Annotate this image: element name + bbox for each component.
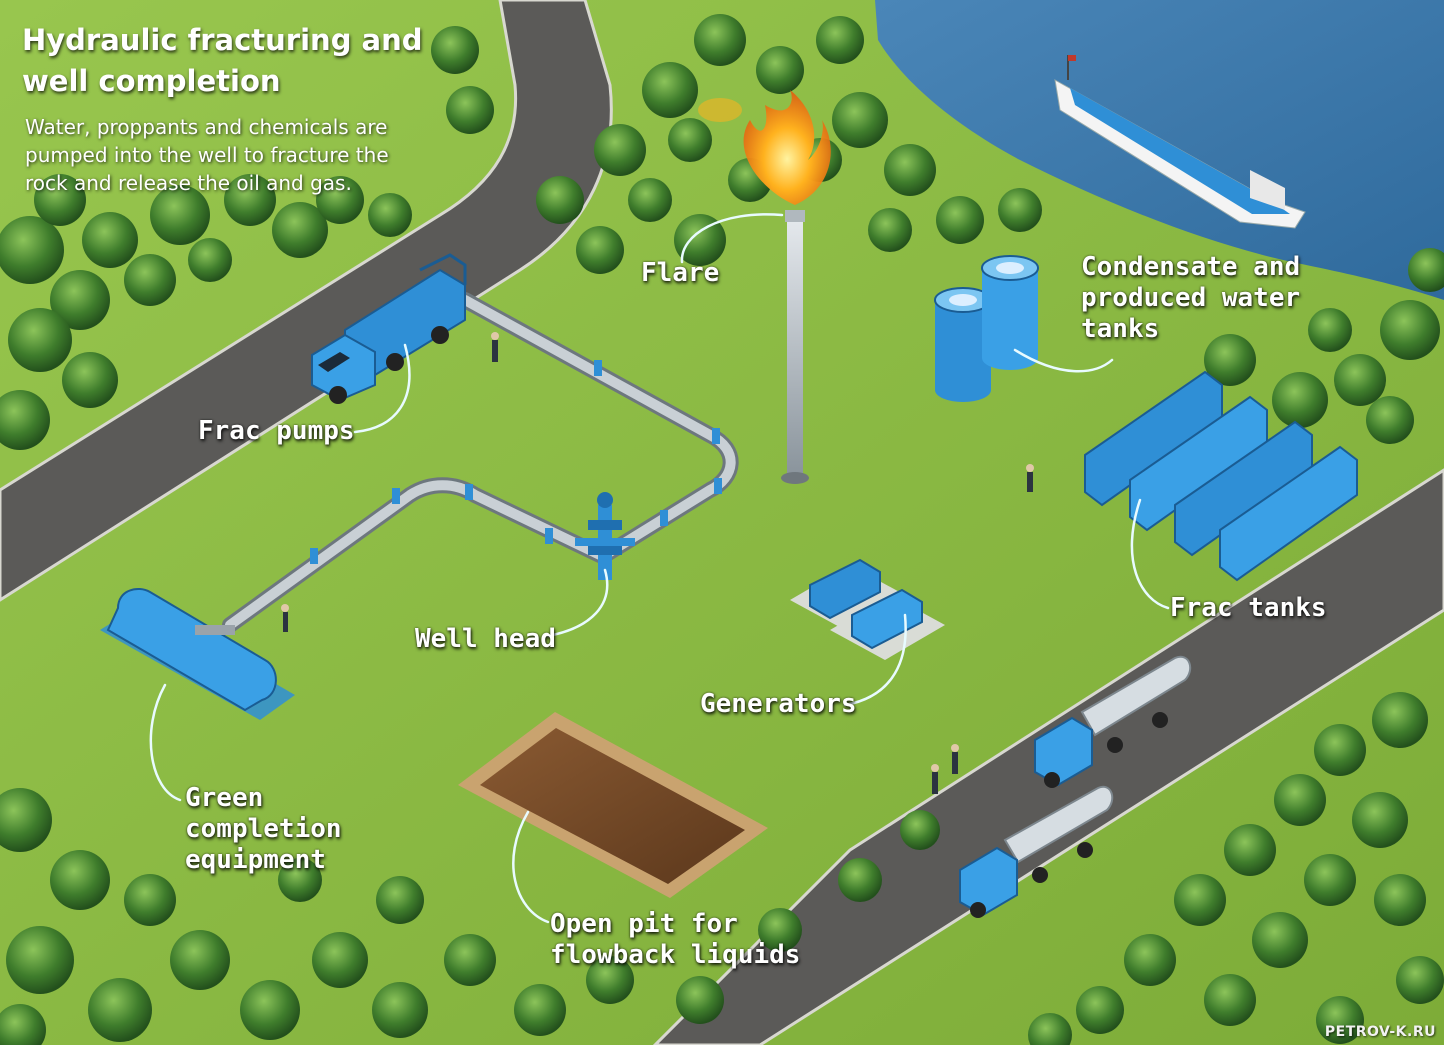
callout-line-generators bbox=[843, 613, 907, 707]
label-well-head: Well head bbox=[415, 624, 556, 654]
frac-pump-truck bbox=[311, 253, 467, 404]
flame bbox=[743, 90, 831, 205]
callout-line-frac-pumps bbox=[353, 343, 411, 434]
workers bbox=[281, 332, 1034, 794]
label-green-line3: equipment bbox=[185, 845, 326, 875]
flare-stack bbox=[698, 90, 831, 484]
condensate-tanks bbox=[934, 255, 1039, 402]
forest-top-center bbox=[431, 14, 1042, 274]
page-subtitle: Water, proppants and chemicals are pumpe… bbox=[25, 115, 389, 195]
callout-line-pit bbox=[512, 810, 550, 924]
forest bbox=[0, 14, 1444, 1045]
forest-right bbox=[1204, 248, 1444, 444]
page-title: Hydraulic fracturing and well completion bbox=[22, 23, 423, 98]
forest-bottom-left bbox=[0, 788, 940, 1045]
label-generators: Generators bbox=[700, 689, 857, 719]
tanker-trucks bbox=[959, 655, 1192, 918]
road-upper bbox=[0, 0, 613, 602]
pipe-flanges bbox=[310, 360, 722, 564]
label-frac-pumps: Frac pumps bbox=[198, 416, 355, 446]
frac-tanks bbox=[1084, 370, 1358, 582]
callout-lines bbox=[149, 213, 1170, 924]
label-condensate-line2: produced water bbox=[1081, 283, 1301, 313]
label-frac-tanks: Frac tanks bbox=[1170, 593, 1327, 623]
callout-line-condensate bbox=[1013, 348, 1114, 373]
label-green-line1: Green bbox=[185, 783, 264, 813]
forest-upper-left bbox=[0, 174, 412, 450]
callout-line-frac-tanks bbox=[1130, 498, 1170, 610]
label-condensate-line1: Condensate and bbox=[1081, 252, 1301, 282]
callout-line-well-head bbox=[546, 568, 609, 638]
open-pit bbox=[458, 712, 768, 898]
label-pit-line1: Open pit for bbox=[550, 909, 738, 939]
green-completion-unit bbox=[100, 588, 295, 720]
forest-bottom-right bbox=[1028, 692, 1444, 1045]
well-head bbox=[575, 492, 635, 580]
label-green-line2: completion bbox=[185, 814, 342, 844]
callout-line-green bbox=[149, 683, 182, 802]
credit-watermark: PETROV-K.RU bbox=[1324, 1024, 1436, 1040]
label-flare: Flare bbox=[641, 258, 720, 288]
generators bbox=[790, 558, 945, 660]
label-condensate-line3: tanks bbox=[1081, 314, 1160, 344]
label-pit-line2: flowback liquids bbox=[550, 940, 801, 970]
cargo-ship bbox=[1054, 55, 1306, 229]
callout-line-flare bbox=[680, 213, 784, 264]
